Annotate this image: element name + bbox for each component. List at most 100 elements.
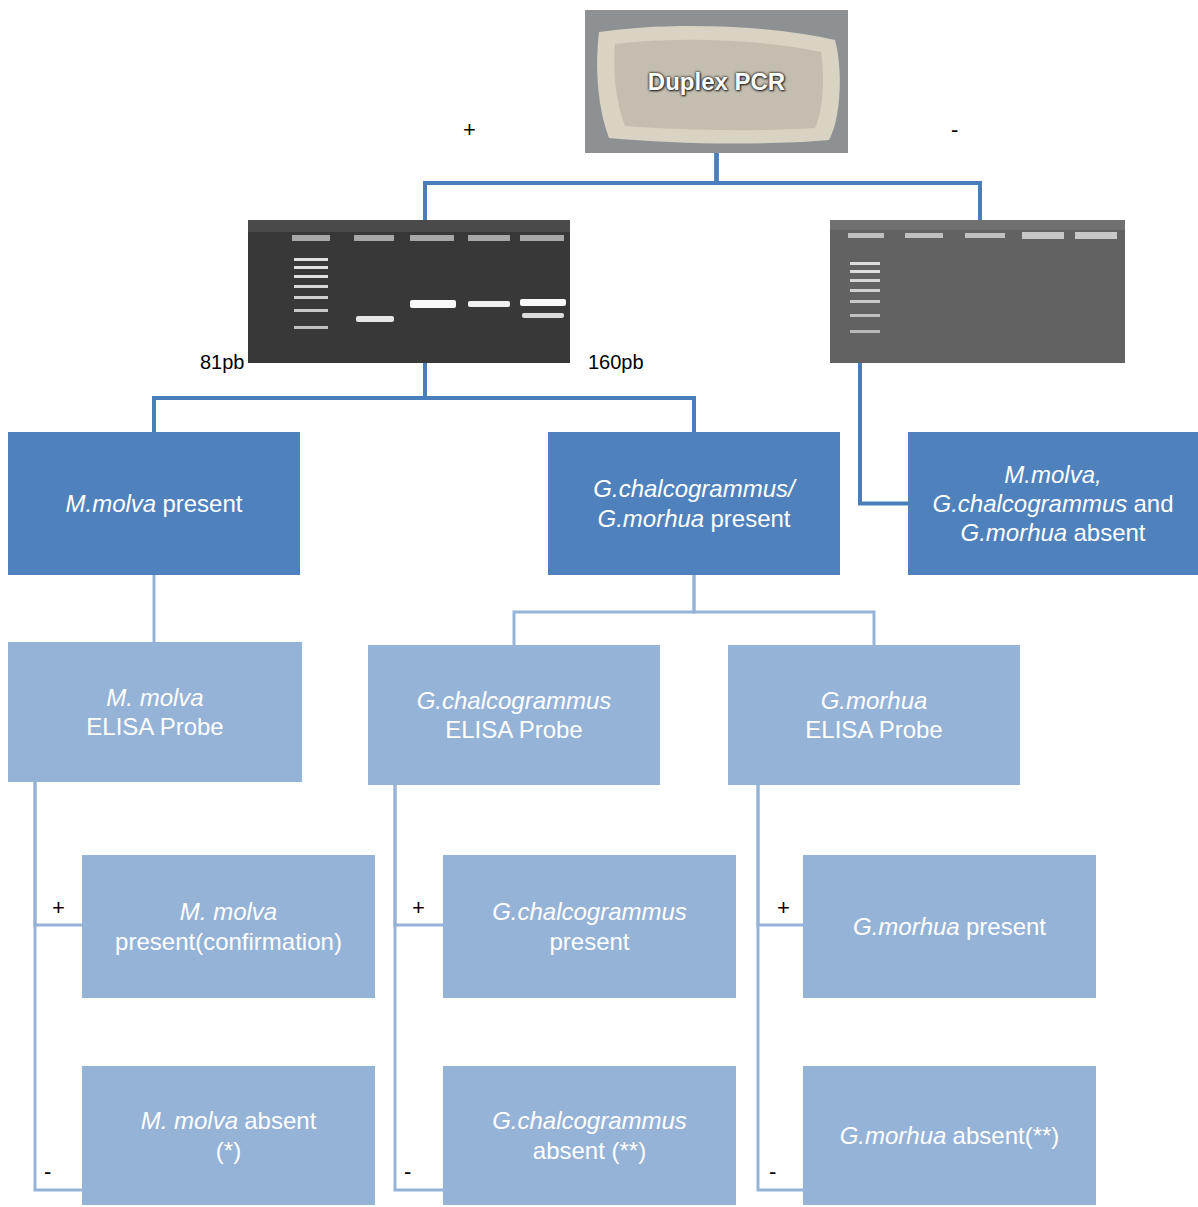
gel-well [292, 235, 330, 241]
box-text: present [162, 489, 242, 518]
outcome-box: G.chalcogrammuspresent [443, 855, 736, 998]
connector-line [758, 785, 803, 925]
gel-well [410, 235, 454, 241]
result-box: M.molva,G.chalcogrammusandG.morhuaabsent [908, 432, 1198, 575]
text-line: G.morhuaabsent [929, 518, 1176, 547]
box-text: (*) [216, 1136, 241, 1165]
branch-sign: + [412, 896, 425, 920]
box-text: present [966, 912, 1046, 941]
text-line: G.chalcogrammus [489, 897, 690, 926]
text-line: present(confirmation) [112, 927, 345, 956]
gel-top [248, 220, 570, 232]
box-text: absent(**) [953, 1121, 1060, 1150]
box-text: ELISA Probe [86, 712, 223, 741]
box-text: G.morhua [961, 518, 1068, 547]
connector-line [35, 782, 82, 925]
text-line: G.chalcogrammus [489, 1106, 690, 1135]
gel-top [830, 220, 1125, 230]
ladder-band [294, 326, 328, 329]
dna-band [468, 301, 510, 307]
fish-fillet [597, 26, 840, 144]
node-text: M.molva,G.chalcogrammusandG.morhuaabsent [929, 460, 1176, 548]
connector-line [425, 153, 717, 432]
box-text: G.morhua [840, 1121, 947, 1150]
connector-line [395, 785, 443, 925]
ladder-band [294, 266, 328, 269]
node-text: G.morhuapresent [850, 912, 1049, 941]
box-text: M. molva [180, 897, 277, 926]
probe-box: G.chalcogrammusELISA Probe [368, 645, 660, 785]
node-text: G.chalcogrammus/G.morhuapresent [590, 474, 798, 533]
ladder-band [850, 289, 880, 292]
box-text: G.chalcogrammus [933, 489, 1128, 518]
text-line: G.morhuapresent [850, 912, 1049, 941]
box-text: M. molva [141, 1106, 238, 1135]
branch-sign: + [777, 896, 790, 920]
text-line: absent (**) [489, 1136, 690, 1165]
outcome-box: G.morhuaabsent(**) [803, 1066, 1096, 1205]
outcome-box: M. molvapresent(confirmation) [82, 855, 375, 998]
box-text: ELISA Probe [805, 715, 942, 744]
node-text: M. molvapresent(confirmation) [112, 897, 345, 956]
dna-band [410, 300, 456, 308]
box-text: and [1133, 489, 1173, 518]
dna-band [522, 313, 564, 318]
gel-well [354, 235, 394, 241]
sample-photo-node: Duplex PCR [585, 10, 848, 153]
probe-box: M. molvaELISA Probe [8, 642, 302, 782]
text-line: present [489, 927, 690, 956]
text-line: M. molva [83, 683, 227, 712]
gel-well [905, 233, 943, 238]
outcome-box: M. molvaabsent(*) [82, 1066, 375, 1205]
connector-line [154, 153, 717, 432]
fillet-sheen [614, 40, 823, 130]
ladder-band [850, 270, 880, 273]
connector-line [35, 782, 82, 1190]
result-box: G.chalcogrammus/G.morhuapresent [548, 432, 840, 575]
gel-well [848, 233, 884, 238]
node-text: G.chalcogrammusELISA Probe [414, 686, 615, 745]
ladder-band [294, 285, 328, 288]
gel-well [468, 235, 510, 241]
gel-well [965, 233, 1005, 238]
box-text: M.molva, [1004, 460, 1101, 489]
dna-band [520, 299, 566, 306]
box-text: G.morhua [853, 912, 960, 941]
ladder-band [294, 275, 328, 278]
branch-sign: - [404, 1160, 411, 1184]
box-text: present(confirmation) [115, 927, 342, 956]
text-line: G.chalcogrammusand [929, 489, 1176, 518]
result-box: M.molvapresent [8, 432, 300, 575]
node-text: M. molvaabsent(*) [138, 1106, 320, 1165]
gel-positive [248, 220, 570, 363]
ladder-band [294, 309, 328, 312]
gel-well [520, 235, 564, 241]
gel-negative [830, 220, 1125, 363]
node-text: M. molvaELISA Probe [83, 683, 227, 742]
connector-line [395, 785, 443, 1190]
box-text: Duplex PCR [648, 67, 785, 96]
text-line: M.molvapresent [62, 489, 245, 518]
branch-sign: + [52, 896, 65, 920]
outcome-box: G.chalcogrammusabsent (**) [443, 1066, 736, 1205]
node-text: G.chalcogrammuspresent [489, 897, 690, 956]
node-text: Duplex PCR [645, 67, 789, 96]
gel-background [830, 220, 1125, 363]
ladder-band [850, 262, 880, 265]
text-line: G.morhuapresent [590, 504, 798, 533]
text-line: ELISA Probe [83, 712, 227, 741]
gel-background [248, 220, 570, 363]
box-text: G.chalcogrammus [492, 1106, 687, 1135]
text-line: G.morhua [802, 686, 946, 715]
band-size: 81pb [200, 350, 245, 374]
ladder-band [850, 300, 880, 303]
box-text: absent [1073, 518, 1145, 547]
probe-box: G.morhuaELISA Probe [728, 645, 1020, 785]
box-text: absent (**) [533, 1136, 646, 1165]
dna-band [356, 316, 394, 322]
band-size: 160pb [588, 350, 644, 374]
text-line: ELISA Probe [414, 715, 615, 744]
connector-line [694, 575, 874, 645]
